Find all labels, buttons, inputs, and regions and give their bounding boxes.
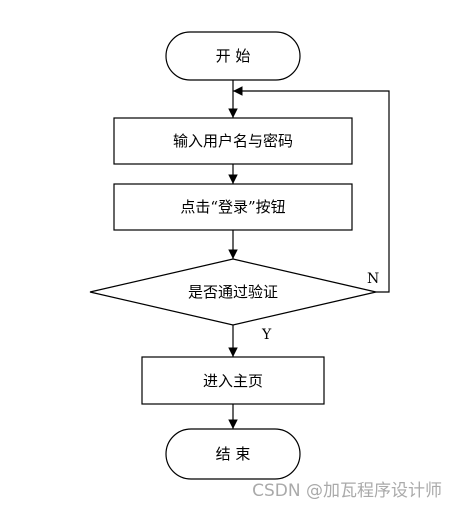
verify-decision-node: 是否通过验证 (89, 258, 377, 326)
click-login-node: 点击“登录”按钮 (113, 183, 353, 231)
arrow-no-loop-back (233, 86, 390, 293)
end-label: 结 束 (216, 445, 251, 463)
end-node: 结 束 (165, 428, 301, 480)
start-node: 开 始 (165, 31, 301, 81)
enter-home-node: 进入主页 (141, 356, 325, 405)
enter-home-label: 进入主页 (203, 372, 263, 390)
watermark-text: CSDN @加瓦程序设计师 (252, 481, 442, 501)
click-login-label: 点击“登录”按钮 (180, 198, 285, 216)
no-branch-label: N (367, 271, 379, 287)
verify-decision-label: 是否通过验证 (188, 283, 278, 301)
input-credentials-label: 输入用户名与密码 (173, 132, 293, 150)
input-credentials-node: 输入用户名与密码 (113, 117, 353, 165)
start-label: 开 始 (216, 47, 251, 65)
yes-branch-label: Y (261, 327, 272, 343)
